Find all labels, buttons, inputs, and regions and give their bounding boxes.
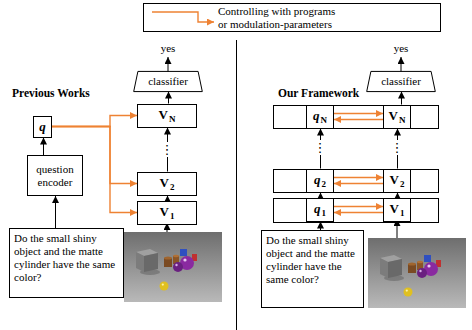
text-group: Do the small shiny object and the matte … [14, 232, 117, 284]
text-group: VN [159, 108, 176, 123]
flow-arrow [401, 92, 402, 105]
subscript: 1 [322, 208, 327, 218]
variable-symbol: q [39, 119, 46, 134]
question-vector-box: q [33, 116, 52, 138]
layer-frame [274, 199, 439, 223]
variable-symbol: V [389, 108, 398, 123]
variable-symbol: q [314, 172, 321, 187]
output-arrow [401, 57, 402, 72]
encoder-box: question encoder [27, 155, 83, 196]
scene-image [124, 232, 222, 302]
trapezoid-shape [367, 71, 436, 91]
text-group: V2 [390, 173, 405, 188]
legend-frame [144, 4, 441, 32]
control-arrow [52, 116, 137, 127]
subscript: 2 [400, 179, 405, 189]
text-group: VN [389, 109, 406, 124]
node-text: Do the small shiny object and the matte … [266, 234, 357, 286]
subscript: 2 [170, 182, 175, 192]
text-group: V2 [160, 176, 175, 191]
variable-symbol: q [313, 108, 320, 123]
ellipsis-dots: ⋮ [390, 140, 405, 155]
control-arrow [334, 113, 383, 114]
panel-heading: Our Framework [278, 87, 359, 100]
text-group: classifier [381, 75, 421, 88]
question-vector-box: q1 [306, 198, 334, 222]
node-text: classifier [381, 75, 421, 88]
image-arrow [397, 219, 398, 238]
text-group: classifier [148, 75, 188, 88]
question-box: Do the small shiny object and the matte … [9, 228, 124, 298]
question-vector-box: q2 [306, 169, 334, 193]
subscript: 1 [400, 208, 405, 218]
node-text: classifier [148, 75, 188, 88]
control-arrow [334, 183, 383, 184]
variable-symbol: V [390, 172, 399, 187]
feature-box: V2 [137, 172, 197, 196]
flow-arrow [43, 138, 44, 156]
text-group: V1 [390, 202, 405, 217]
variable-symbol: V [159, 107, 168, 122]
node-text: Do the small shiny object and the matte … [14, 232, 117, 284]
subscript: N [321, 115, 328, 125]
classifier-block: classifier [133, 71, 203, 92]
text-group: q1 [314, 202, 326, 217]
text-group: Do the small shiny object and the matte … [266, 234, 357, 286]
control-arrow [334, 212, 383, 213]
subscript: N [399, 115, 406, 125]
ellipsis-dots: ⋮ [160, 142, 175, 157]
feature-box: VN [383, 105, 411, 129]
subscript: 2 [322, 179, 327, 189]
flow-arrow [320, 222, 321, 231]
layer-frame [274, 170, 439, 193]
text-group: question encoder [32, 163, 78, 189]
control-arrow [334, 206, 383, 207]
feature-box: V1 [137, 201, 197, 225]
scene-image [368, 238, 466, 308]
question-box: Do the small shiny object and the matte … [261, 230, 364, 308]
trapezoid-shape [134, 71, 203, 91]
subscript: N [169, 114, 176, 124]
flow-arrow [55, 196, 56, 228]
feature-box: V1 [383, 198, 411, 222]
variable-symbol: V [160, 175, 169, 190]
output-arrow [168, 57, 169, 72]
feature-box: VN [137, 104, 197, 128]
subscript: 1 [170, 211, 175, 221]
panel-heading: Previous Works [12, 87, 90, 100]
layer-frame [274, 106, 439, 129]
divider-line [236, 40, 237, 330]
variable-symbol: V [390, 201, 399, 216]
text-group: V1 [160, 205, 175, 220]
control-arrow [334, 177, 383, 178]
variable-symbol: q [314, 201, 321, 216]
node-text: question encoder [32, 163, 78, 189]
control-arrow [334, 119, 383, 120]
variable-symbol: V [160, 204, 169, 219]
legend-entry: Controlling with programs or modulation-… [218, 5, 342, 31]
answer-label: yes [394, 42, 409, 55]
text-group: q2 [314, 173, 326, 188]
classifier-block: classifier [366, 71, 436, 92]
ellipsis-dots: ⋮ [313, 140, 328, 155]
legend-sample-arrow [152, 12, 214, 22]
text-group: q [39, 120, 46, 134]
feature-box: V2 [383, 169, 411, 193]
question-vector-box: qN [306, 105, 334, 129]
flow-arrow [168, 92, 169, 104]
answer-label: yes [161, 42, 176, 55]
text-group: qN [313, 109, 327, 124]
